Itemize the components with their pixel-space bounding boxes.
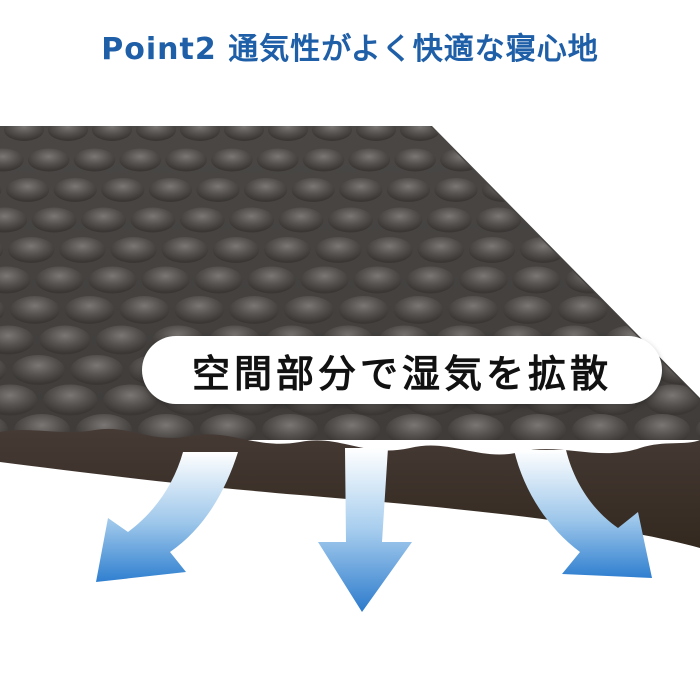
foam-bump <box>8 237 55 263</box>
foam-bump <box>244 178 288 202</box>
foam-bump <box>10 296 60 324</box>
foam-bump <box>512 266 561 294</box>
foam-bump <box>264 237 311 263</box>
foam-bump <box>366 237 413 263</box>
foam-bump <box>459 266 508 294</box>
foam-bump <box>448 414 504 440</box>
foam-bump <box>0 148 24 172</box>
foam-bump <box>31 207 77 233</box>
foam-bump <box>88 266 137 294</box>
foam-bump <box>141 266 190 294</box>
foam-bump <box>4 126 44 141</box>
center-airflow-arrow-icon <box>318 448 412 612</box>
right-airflow-arrow-icon <box>514 450 652 578</box>
foam-bump <box>179 207 225 233</box>
foam-bump <box>12 355 65 385</box>
foam-bump <box>73 148 116 172</box>
foam-bump <box>64 296 115 324</box>
foam-bump <box>434 178 478 202</box>
foam-bump <box>0 207 28 233</box>
foam-bump <box>468 237 516 263</box>
foam-bump <box>48 126 88 141</box>
foam-bump <box>101 178 145 202</box>
foam-bump <box>426 207 472 233</box>
foam-bump <box>572 414 628 440</box>
foam-bump <box>520 237 567 263</box>
foam-bump <box>386 414 442 440</box>
foam-bump <box>284 296 334 324</box>
foam-bump <box>35 266 84 294</box>
foam-bump <box>482 178 526 202</box>
foam-bump <box>148 178 192 202</box>
foam-bump <box>440 148 482 172</box>
foam-bump <box>417 237 464 263</box>
foam-bump <box>6 178 50 202</box>
foam-bump <box>300 266 349 294</box>
foam-bump <box>448 296 499 324</box>
foam-bump <box>353 266 402 294</box>
foam-bump <box>262 414 318 440</box>
foam-bump <box>393 296 444 324</box>
foam-bump <box>386 178 430 202</box>
foam-bump <box>394 148 436 172</box>
foam-bump <box>59 237 106 263</box>
foam-bump <box>229 207 275 233</box>
caption-text: 空間部分で湿気を拡散 <box>191 351 612 396</box>
foam-bump <box>291 178 335 202</box>
foam-bump <box>212 237 260 263</box>
foam-bump <box>39 325 91 355</box>
foam-bump <box>377 207 423 233</box>
foam-bump <box>103 384 158 416</box>
foam-bump <box>268 126 308 141</box>
foam-bump <box>315 237 362 263</box>
foam-bump <box>558 296 608 324</box>
foam-bump <box>53 178 97 202</box>
foam-bump <box>328 207 373 233</box>
foam-bump <box>338 296 389 324</box>
foam-bump <box>95 325 148 355</box>
foam-bump <box>180 126 220 141</box>
foam-bump <box>161 237 208 263</box>
foam-bump <box>196 178 240 202</box>
foam-bump <box>339 178 383 202</box>
foam-bump <box>43 384 98 416</box>
foam-bump <box>110 237 157 263</box>
foam-bump <box>476 207 522 233</box>
foam-bump <box>0 266 31 294</box>
foam-bump <box>229 296 279 324</box>
foam-bump <box>27 148 70 172</box>
foam-bump <box>81 207 126 233</box>
foam-bump <box>224 126 264 141</box>
foam-bump <box>302 148 345 172</box>
headline-title: Point2 通気性がよく快適な寝心地 <box>101 32 599 67</box>
foam-bump <box>634 414 690 440</box>
foam-bump <box>400 126 440 141</box>
foam-bump <box>356 126 396 141</box>
foam-bump <box>510 414 566 440</box>
foam-bump <box>174 296 224 324</box>
left-airflow-arrow-icon <box>96 452 238 582</box>
caption-banner: 空間部分で湿気を拡散 <box>142 336 662 404</box>
foam-bump <box>256 148 299 172</box>
foam-bump <box>165 148 207 172</box>
foam-bump <box>119 148 162 172</box>
foam-bump <box>247 266 296 294</box>
foam-bump <box>92 126 132 141</box>
foam-bump <box>645 384 700 416</box>
foam-bump <box>119 296 170 324</box>
foam-bump <box>348 148 391 172</box>
foam-bump <box>136 126 176 141</box>
foam-bump <box>278 207 324 233</box>
foam-bump <box>130 207 176 233</box>
foam-bump <box>406 266 455 294</box>
foam-bump <box>70 355 124 385</box>
foam-bump <box>503 296 553 324</box>
foam-bump <box>324 414 380 440</box>
foam-bump <box>211 148 253 172</box>
foam-bump <box>312 126 352 141</box>
foam-bump <box>0 384 38 416</box>
foam-bump <box>194 266 243 294</box>
foam-bump <box>0 325 34 355</box>
